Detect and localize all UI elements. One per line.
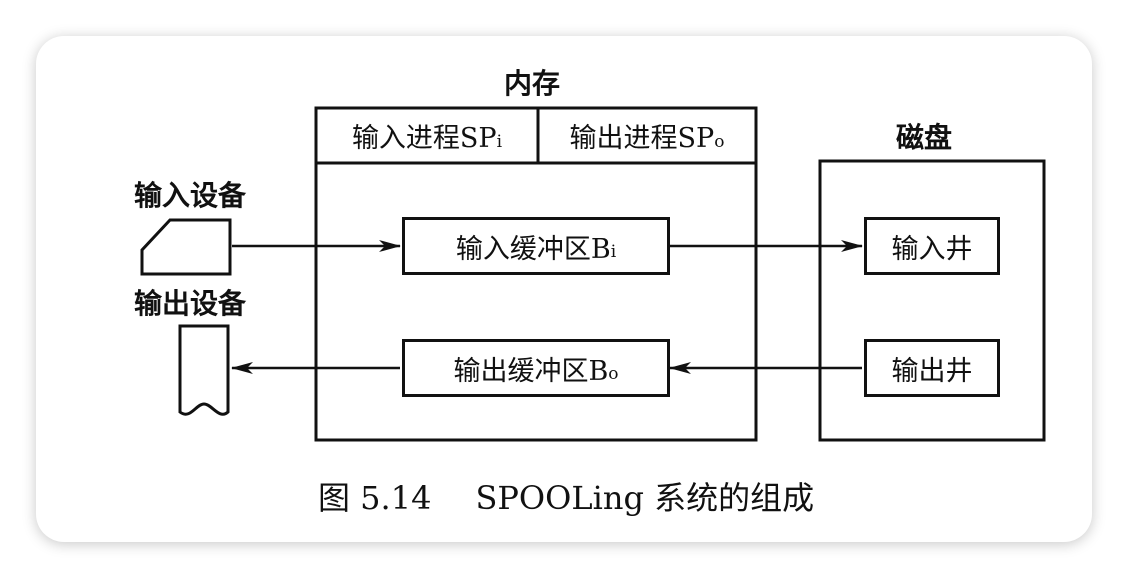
- input-well-text: 输入井: [891, 233, 973, 265]
- output-well-box: 输出井: [864, 339, 1000, 397]
- memory-label: 内存: [504, 67, 561, 100]
- input-buffer-text: 输入缓冲区B: [455, 233, 611, 265]
- output-well-text: 输出井: [891, 355, 973, 387]
- input-process-sub: i: [496, 131, 503, 152]
- output-buffer-text: 输出缓冲区B: [453, 355, 609, 387]
- input-well-box: 输入井: [864, 217, 1000, 275]
- output-device-shape: [178, 324, 230, 416]
- input-buffer-sub: i: [610, 242, 617, 262]
- disk-outline: [818, 159, 1046, 442]
- figure-number: 图 5.14: [318, 479, 432, 517]
- output-buffer-sub: o: [608, 364, 619, 384]
- output-process-text: 输出进程SP: [569, 123, 715, 154]
- figure-caption: 图 5.14 SPOOLing 系统的组成: [318, 482, 814, 514]
- input-process-text: 输入进程SP: [351, 123, 497, 154]
- output-process-sub: o: [714, 131, 725, 152]
- input-device-label: 输入设备: [134, 179, 247, 212]
- output-device-label: 输出设备: [134, 287, 247, 320]
- figure-title: SPOOLing 系统的组成: [475, 479, 815, 517]
- figure-card: [36, 36, 1092, 542]
- disk-label: 磁盘: [896, 121, 953, 154]
- memory-outline: [314, 106, 758, 442]
- input-device-shape: [140, 218, 232, 276]
